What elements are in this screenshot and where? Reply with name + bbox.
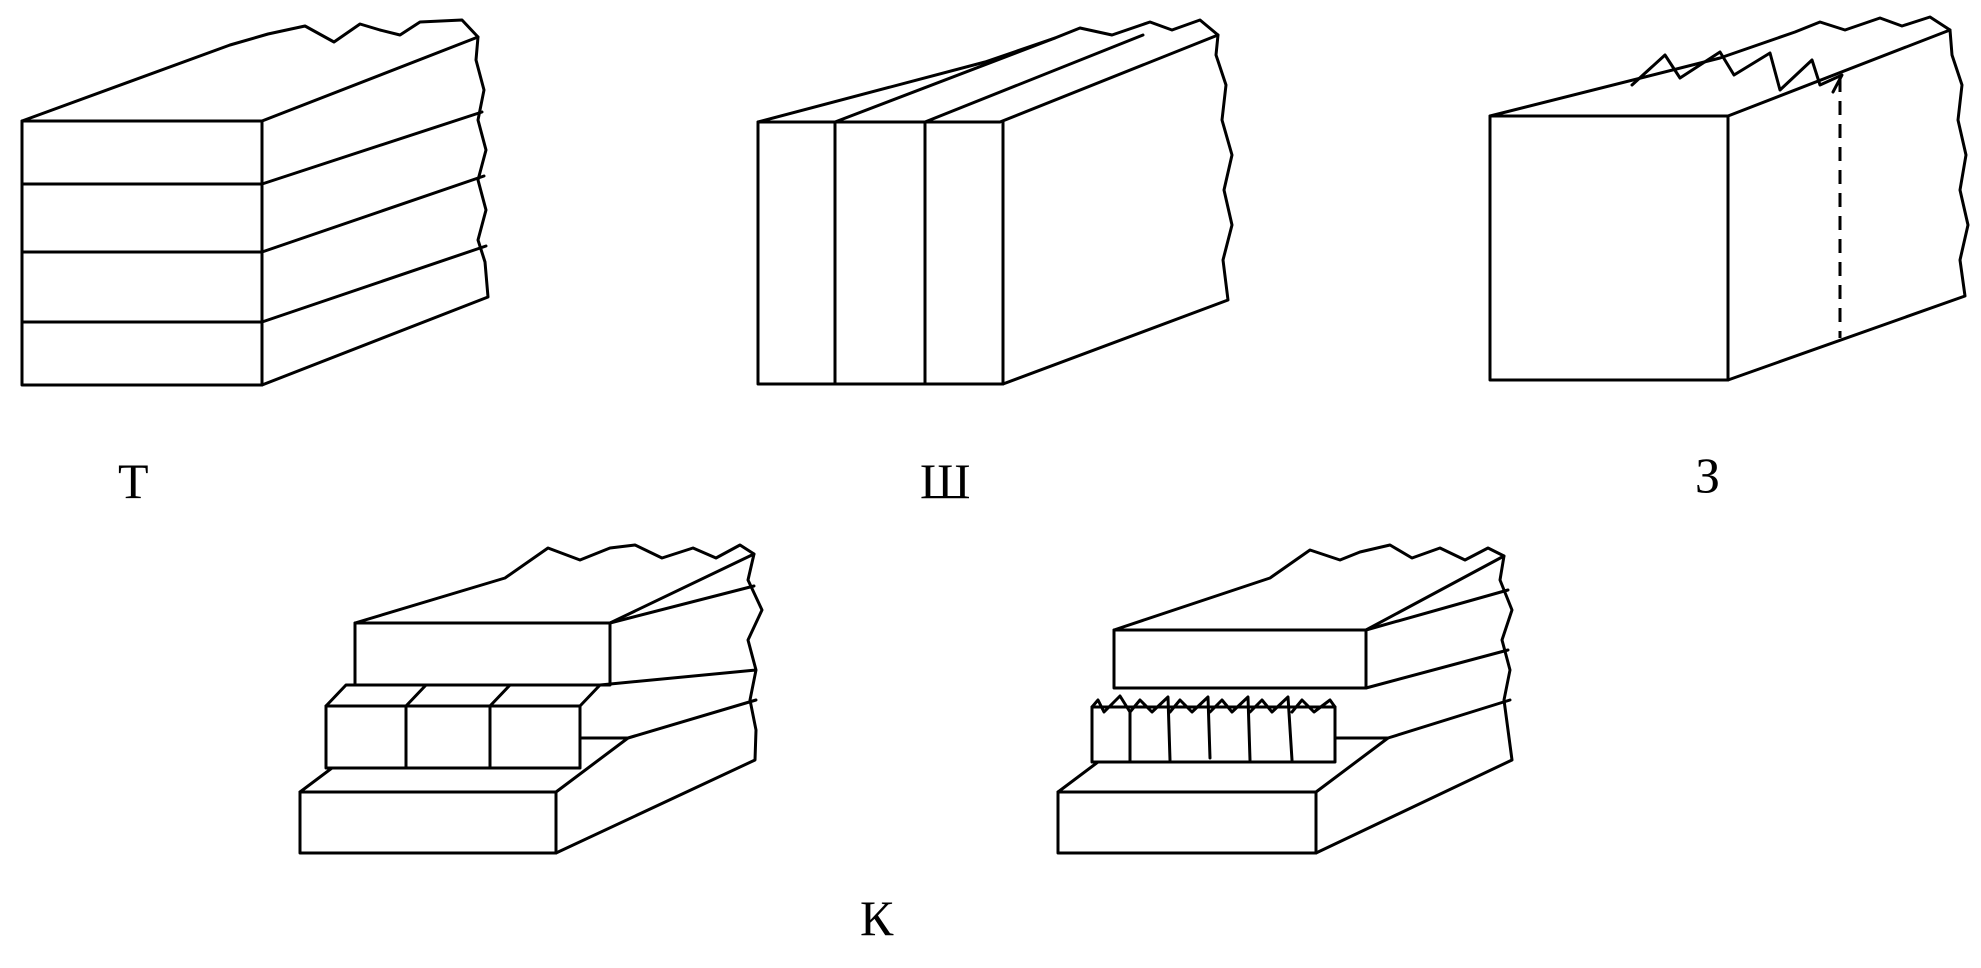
box-joint-block-shaped xyxy=(1056,543,1514,855)
butt-block-side-outline xyxy=(260,35,490,387)
butt-joint-block xyxy=(20,18,490,387)
finger-block-front-face xyxy=(1488,114,1730,382)
box-right-tenon-shapes xyxy=(1090,694,1337,764)
box-right-top-board-top xyxy=(1112,543,1506,632)
edge-block-side-outline xyxy=(1001,33,1234,386)
box-left-tenon-dividers xyxy=(404,704,492,770)
box-left-top-board-top xyxy=(353,543,756,625)
box-left-top-board-front xyxy=(353,621,612,687)
box-left-bottom-board-front xyxy=(298,790,558,855)
edge-joint-block xyxy=(756,18,1234,386)
edge-block-front-face xyxy=(756,120,1005,386)
label-edge-joint: Ш xyxy=(920,453,970,509)
box-left-tenon-row xyxy=(324,704,582,770)
box-right-top-board-front xyxy=(1112,628,1368,690)
edge-block-top-seams xyxy=(833,33,1145,124)
finger-joint-zigzag xyxy=(1630,50,1844,94)
box-left-side-outline xyxy=(554,552,764,855)
butt-block-layer-lines xyxy=(20,110,488,324)
edge-block-board-lines xyxy=(833,120,927,386)
box-right-tenon-row xyxy=(1090,705,1337,764)
box-right-side-outline xyxy=(1314,554,1514,855)
finger-joint-block xyxy=(1488,15,1970,382)
finger-block-side-outline xyxy=(1726,28,1970,382)
finger-block-top-face xyxy=(1488,15,1952,118)
label-butt-joint: Т xyxy=(118,453,149,509)
box-left-tenon-tops xyxy=(324,683,602,708)
box-joint-block-square xyxy=(298,543,764,855)
label-finger-joint: З xyxy=(1695,447,1720,503)
edge-block-top-face xyxy=(756,18,1220,124)
label-box-joint: К xyxy=(860,890,894,946)
butt-block-top-face xyxy=(20,18,480,123)
box-right-bottom-board-front xyxy=(1056,790,1318,855)
